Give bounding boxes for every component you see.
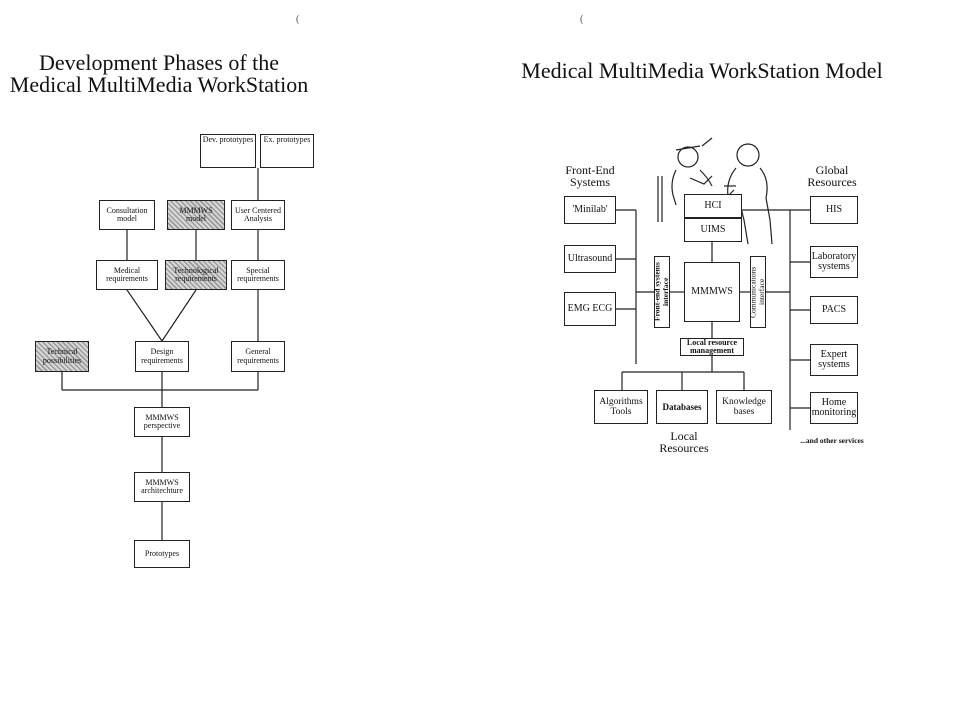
scan-mark-left: ( [296,14,300,25]
mmmws-architechture-box: MMMWS architechture [134,472,190,502]
ultrasound-box: Ultrasound [564,245,616,273]
design-requirements-box: Design requirements [135,341,189,372]
consultation-model-box: Consultation model [99,200,155,230]
expert-systems-box: Expert systems [810,344,858,376]
uims-box: UIMS [684,218,742,242]
home-monitoring-box: Home monitoring [810,392,858,424]
scan-mark-right: ( [580,14,584,25]
left-title: Development Phases of the Medical MultiM… [9,50,309,97]
pacs-box: PACS [810,296,858,324]
knowledge-bases-box: Knowledge bases [716,390,772,424]
medical-requirements-box: Medical requirements [96,260,158,290]
local-resources-heading: Local Resources [659,429,709,455]
minilab-box: 'Minilab' [564,196,616,224]
his-box: HIS [810,196,858,224]
technological-requirements-box: Technological requirements [165,260,227,290]
prototypes-box: Prototypes [134,540,190,568]
global-resources-heading: Global Resources [807,163,857,189]
right-title: Medical MultiMedia WorkStation Model [521,58,883,83]
mmmws-box: MMMWS [684,262,740,322]
mmmws-perspective-box: MMMWS perspective [134,407,190,437]
databases-box: Databases [656,390,708,424]
technical-possibilities-box: Technical possibilities [35,341,89,372]
dev-prototypes-box: Dev. prototypes [200,134,256,168]
front-end-heading: Front-End Systems [565,163,615,189]
emg-ecg-box: EMG ECG [564,292,616,326]
mmmws-model-box: MMMWS model [167,200,225,230]
communications-interface-box: Communications interface [749,256,766,328]
hci-box: HCI [684,194,742,218]
special-requirements-box: Special requirements [231,260,285,290]
other-services-label: ...and other services [800,436,864,445]
ex-prototypes-box: Ex. prototypes [260,134,314,168]
general-requirements-box: General requirements [231,341,285,372]
front-end-interface-box: Front-end systems interface [653,256,670,328]
local-resource-management-box: Local resource management [680,338,744,356]
laboratory-systems-box: Laboratory systems [810,246,858,278]
user-centered-analysis-box: User Centered Analysis [231,200,285,230]
algorithms-tools-box: Algorithms Tools [594,390,648,424]
